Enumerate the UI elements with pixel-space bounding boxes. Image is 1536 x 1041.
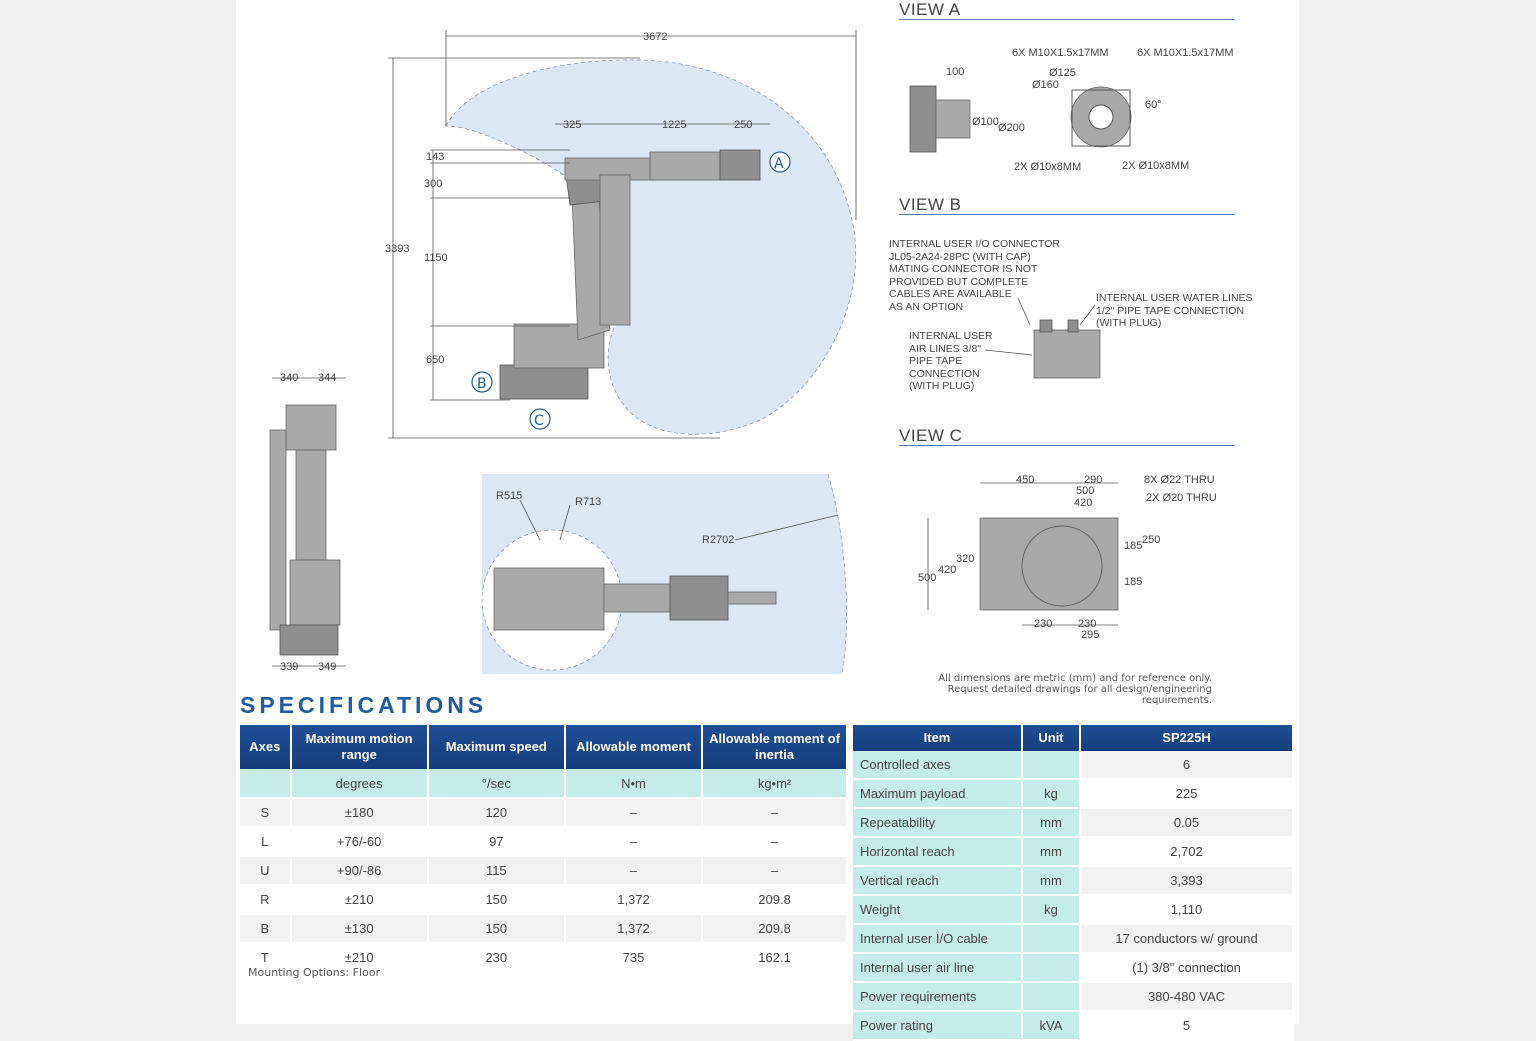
- col-moment-inertia: Allowable moment of inertia: [702, 725, 848, 769]
- dim-1225: 1225: [662, 119, 686, 131]
- axes-spec-table: Axes Maximum motion range Maximum speed …: [240, 725, 848, 973]
- side-dimensions: 3672 325 1225 250 143 300 1150 650 3393: [385, 30, 857, 439]
- vc-320: 320: [956, 553, 974, 565]
- vc-250: 250: [1142, 534, 1160, 546]
- view-a-rule: [899, 19, 1235, 20]
- va-d160: Ø160: [1032, 79, 1059, 91]
- vc-420-left: 420: [938, 564, 956, 576]
- vc-230-a: 230: [1034, 618, 1052, 630]
- vc-290: 290: [1084, 474, 1102, 486]
- dim-1150: 1150: [424, 252, 448, 264]
- view-c-rule: [899, 445, 1235, 446]
- view-a-title: VIEW A: [899, 0, 961, 19]
- view-b-rule: [899, 214, 1235, 215]
- va-d100: Ø100: [972, 116, 999, 128]
- dim-340: 340: [280, 372, 298, 384]
- dim-3672: 3672: [643, 31, 667, 43]
- va-d10-left: 2X Ø10x8MM: [1014, 161, 1081, 173]
- dim-339: 339: [280, 661, 298, 673]
- dim-250: 250: [734, 119, 752, 131]
- col-item: Item: [853, 725, 1023, 751]
- va-d200: Ø200: [998, 122, 1025, 134]
- vc-500-top: 500: [1076, 485, 1094, 497]
- dim-r2702: R2702: [702, 534, 734, 546]
- callout-a: A: [774, 156, 784, 172]
- dim-300: 300: [424, 178, 442, 190]
- col-motion-range: Maximum motion range: [290, 725, 429, 769]
- table-row: Internal user air line(1) 3/8" connectio…: [853, 953, 1294, 983]
- va-100: 100: [946, 66, 964, 78]
- dim-650: 650: [426, 354, 444, 366]
- callout-b: B: [477, 376, 487, 392]
- view-b-title: VIEW B: [899, 195, 962, 214]
- dim-325: 325: [563, 119, 581, 131]
- dim-344: 344: [318, 372, 336, 384]
- vc-185-b: 185: [1124, 576, 1142, 588]
- view-c-title: VIEW C: [899, 426, 963, 445]
- col-unit: Unit: [1022, 725, 1081, 751]
- dim-349: 349: [318, 661, 336, 673]
- specifications-title: SPECIFICATIONS: [240, 692, 488, 718]
- dim-143: 143: [426, 151, 444, 163]
- vc-2x-d20: 2X Ø20 THRU: [1146, 492, 1217, 504]
- view-a-drawing: 6X M10X1.5x17MM 6X M10X1.5x17MM Ø125 Ø16…: [909, 47, 1234, 173]
- robot-end-view: 340 344 339 349: [269, 372, 346, 673]
- col-max-speed: Maximum speed: [427, 725, 566, 769]
- units-row: degrees °/sec N•m kg•m²: [240, 769, 848, 799]
- callout-c: C: [534, 413, 544, 429]
- dim-r515: R515: [496, 490, 522, 502]
- view-b-drawing: [984, 297, 1101, 379]
- mounting-options: Mounting Options: Floor: [248, 966, 380, 979]
- vc-230-b: 230: [1078, 618, 1096, 630]
- va-d125: Ø125: [1049, 67, 1076, 79]
- view-c-drawing: 450 290 500 420 8X Ø22 THRU 2X Ø20 THRU …: [918, 474, 1217, 641]
- robot-side-view: [499, 149, 761, 400]
- view-callouts: A B C: [471, 151, 791, 430]
- vc-8x-d22: 8X Ø22 THRU: [1144, 474, 1215, 486]
- vc-185-a: 185: [1124, 540, 1142, 552]
- vc-420-top: 420: [1074, 497, 1092, 509]
- va-60deg: 60°: [1145, 99, 1162, 111]
- col-model: SP225H: [1080, 725, 1294, 751]
- robot-top-view: R515 R713 R2702: [481, 473, 847, 675]
- dim-r713: R713: [575, 496, 601, 508]
- vc-500-left: 500: [918, 572, 936, 584]
- dimension-footnote: All dimensions are metric (mm) and for r…: [938, 673, 1212, 706]
- va-m10-left: 6X M10X1.5x17MM: [1012, 47, 1109, 59]
- dim-3393: 3393: [385, 243, 409, 255]
- col-axes: Axes: [240, 725, 292, 769]
- va-d10-right: 2X Ø10x8MM: [1122, 160, 1189, 172]
- va-m10-right: 6X M10X1.5x17MM: [1137, 47, 1234, 59]
- col-allowable-moment: Allowable moment: [564, 725, 704, 769]
- vc-295: 295: [1081, 629, 1099, 641]
- vc-450: 450: [1016, 474, 1034, 486]
